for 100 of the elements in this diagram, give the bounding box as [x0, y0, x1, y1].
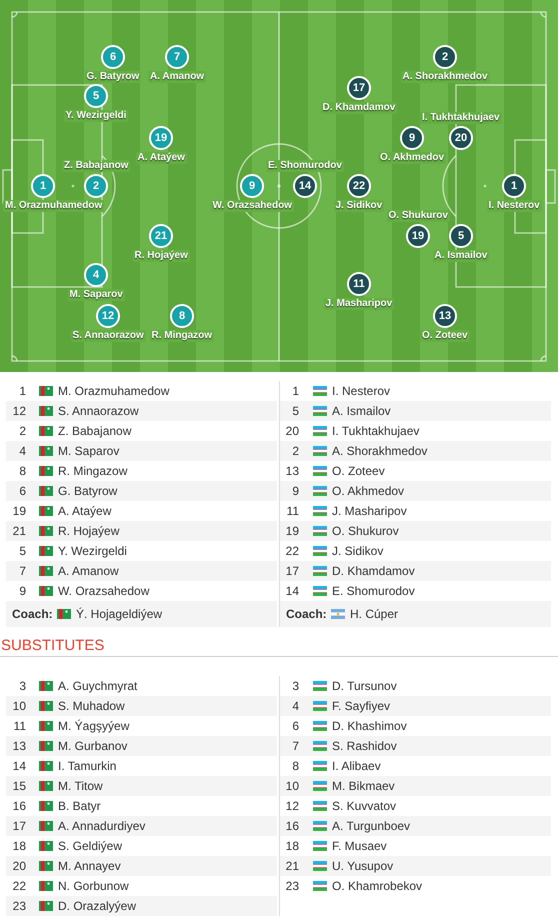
squad-number: 19 — [284, 523, 299, 540]
player-name: I. Nesterov — [486, 200, 542, 212]
squad-number: 8 — [18, 463, 26, 480]
squad-number: 1 — [291, 383, 299, 400]
player-name: E. Shomurodov — [332, 583, 415, 600]
squad-number: 5 — [18, 543, 26, 560]
squad-number: 19 — [12, 503, 26, 520]
squad-number: 6 — [18, 483, 26, 500]
squad-number: 3 — [18, 678, 26, 695]
player-name: G. Batyrow — [58, 483, 118, 500]
squad-number: 18 — [284, 838, 299, 855]
squad-number: 11 — [286, 503, 299, 520]
coach-label: Coach: — [12, 606, 53, 623]
player-name: E. Shomurodov — [266, 160, 344, 172]
squad-number: 12 — [284, 798, 299, 815]
player-name: A. Turgunboev — [332, 818, 410, 835]
player-name: S. Muhadow — [58, 698, 125, 715]
player-name: M. Ýagşyýew — [58, 718, 130, 735]
player-name: G. Batyrow — [84, 71, 142, 83]
player-name: N. Gorbunow — [58, 878, 129, 895]
squad-number: 20 — [284, 423, 299, 440]
player-name: O. Shukurov — [386, 210, 450, 222]
player-name: A. Ataýew — [58, 503, 112, 520]
squad-number: 15 — [12, 778, 26, 795]
squad-number: 14 — [284, 583, 299, 600]
player-name: O. Zoteev — [332, 463, 385, 480]
player-name: Y. Wezirgeldi — [64, 110, 128, 122]
squad-number: 8 — [291, 758, 299, 775]
player-name: A. Shorakhmedov — [332, 443, 428, 460]
squad-number: 17 — [284, 563, 299, 580]
squad-number: 22 — [284, 543, 299, 560]
player-name: D. Tursunov — [332, 678, 397, 695]
player-name: S. Geldiýew — [58, 838, 122, 855]
player-name: S. Rashidov — [332, 738, 397, 755]
player-name: I. Tukhtakhujaev — [420, 112, 502, 124]
player-name: A. Ismailov — [332, 403, 391, 420]
player-name: I. Tamurkin — [58, 758, 116, 775]
squad-number: 4 — [291, 698, 299, 715]
squad-number: 2 — [291, 443, 299, 460]
squad-number: 14 — [12, 758, 26, 775]
squad-number: 9 — [291, 483, 299, 500]
section-heading: SUBSTITUTES — [1, 637, 104, 655]
squad-number: 21 — [284, 858, 299, 875]
squad-number: 6 — [291, 718, 299, 735]
player-name: D. Orazalyýew — [58, 898, 136, 915]
squad-number: 21 — [12, 523, 26, 540]
squad-number: 7 — [18, 563, 26, 580]
player-name: W. Orazsahedow — [210, 200, 294, 212]
squad-number: 16 — [12, 798, 26, 815]
player-name: O. Zoteev — [420, 330, 470, 342]
player-name: M. Bikmaev — [332, 778, 395, 795]
player-name: A. Annadurdiyev — [58, 818, 146, 835]
coach-name: Ý. Hojageldiýew — [76, 606, 162, 623]
player-name: R. Hojaýew — [132, 250, 190, 262]
player-name: R. Mingazow — [150, 330, 214, 342]
player-name: S. Annaorazow — [58, 403, 139, 420]
squad-number: 20 — [12, 858, 26, 875]
player-name: J. Sidikov — [334, 200, 384, 212]
squad-number: 23 — [284, 878, 299, 895]
player-name: A. Ismailov — [432, 250, 490, 262]
coach-label: Coach: — [286, 606, 327, 623]
player-name: D. Khamdamov — [320, 102, 398, 114]
squad-number: 7 — [291, 738, 299, 755]
player-name: Z. Babajanow — [62, 160, 130, 172]
squad-number: 5 — [291, 403, 299, 420]
player-name: A. Amanow — [148, 71, 206, 83]
player-name: O. Akhmedov — [378, 152, 446, 164]
player-name: F. Musaev — [332, 838, 387, 855]
squad-number: 4 — [18, 443, 26, 460]
player-name: I. Alibaev — [332, 758, 381, 775]
player-name: D. Khashimov — [332, 718, 407, 735]
player-name: S. Annaorazow — [70, 330, 146, 342]
player-name: M. Annayev — [58, 858, 121, 875]
player-name: M. Saparov — [58, 443, 120, 460]
player-name: J. Masharipov — [332, 503, 407, 520]
squad-number: 12 — [12, 403, 26, 420]
squad-number: 13 — [12, 738, 26, 755]
player-name: D. Khamdamov — [332, 563, 415, 580]
player-name: I. Nesterov — [332, 383, 390, 400]
player-name: S. Kuvvatov — [332, 798, 396, 815]
squad-number: 13 — [284, 463, 299, 480]
player-name: Z. Babajanow — [58, 423, 132, 440]
player-name: Y. Wezirgeldi — [58, 543, 127, 560]
player-name: O. Akhmedov — [332, 483, 404, 500]
squad-number: 11 — [12, 718, 26, 735]
player-name: A. Ataýew — [136, 152, 187, 164]
player-name: M. Orazmuhamedow — [3, 200, 104, 212]
player-name: A. Guychmyrat — [58, 678, 138, 695]
player-name: A. Shorakhmedov — [400, 71, 490, 83]
squad-number: 23 — [12, 898, 26, 915]
player-name: A. Amanow — [58, 563, 119, 580]
squad-number: 2 — [18, 423, 26, 440]
coach-name: H. Cúper — [350, 606, 398, 623]
player-name: W. Orazsahedow — [58, 583, 150, 600]
player-name: R. Mingazow — [58, 463, 128, 480]
player-name: J. Masharipov — [324, 298, 394, 310]
squad-number: 18 — [12, 838, 26, 855]
squad-number: 1 — [18, 383, 26, 400]
player-name: R. Hojaýew — [58, 523, 120, 540]
player-name: F. Sayfiyev — [332, 698, 390, 715]
